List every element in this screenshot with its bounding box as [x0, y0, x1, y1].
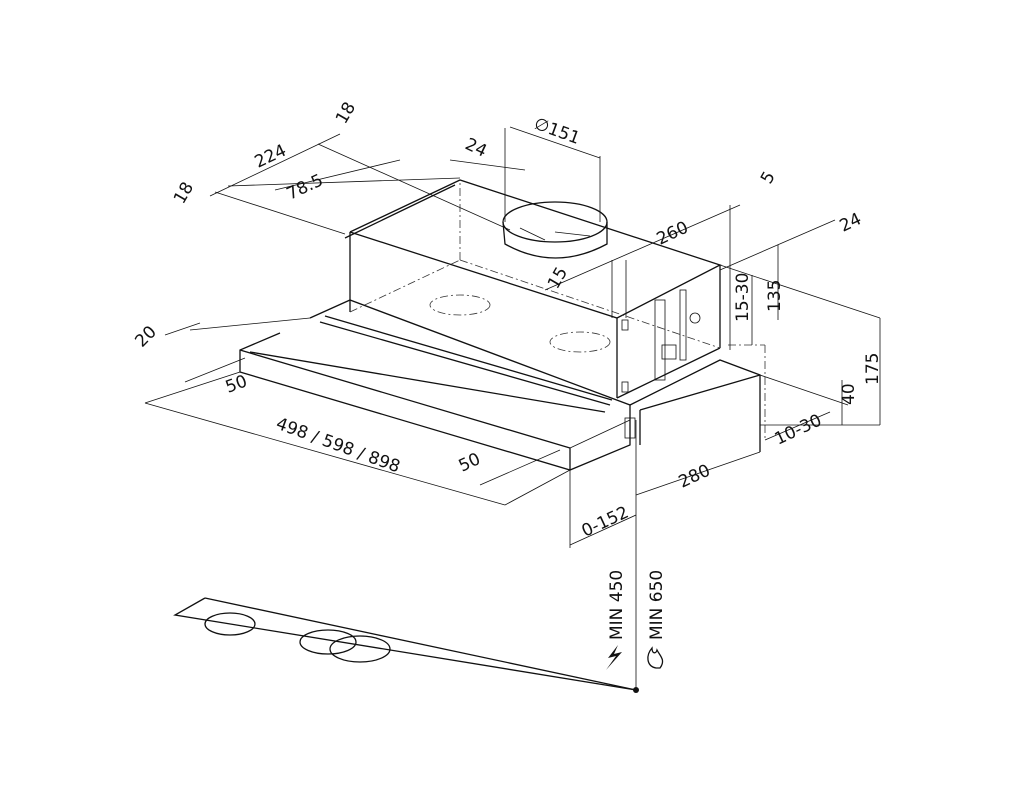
cooktop — [173, 597, 639, 693]
flame-icon — [647, 646, 664, 669]
visor — [239, 299, 636, 471]
dimension-lines — [144, 126, 881, 690]
dim-5: 5 — [757, 168, 780, 187]
dim-280: 280 — [676, 461, 714, 493]
dim-260: 260 — [654, 218, 692, 250]
dim-18-side: 18 — [170, 179, 198, 208]
min-gas-label: MIN 650 — [647, 570, 667, 640]
dim-40: 40 — [839, 383, 859, 405]
dim-duct-diameter: ∅151 — [531, 114, 582, 149]
min-electric-label: MIN 450 — [607, 570, 627, 640]
dim-20: 20 — [131, 322, 160, 351]
hood-body — [344, 179, 722, 399]
dim-18-top: 18 — [332, 99, 360, 128]
wall-cabinet — [629, 344, 766, 452]
dim-175: 175 — [863, 353, 883, 385]
dim-135: 135 — [765, 280, 785, 312]
dim-50-right: 50 — [456, 449, 484, 476]
dim-78-5: 78.5 — [284, 170, 327, 204]
dim-0-152: 0-152 — [579, 503, 632, 542]
dim-15-30: 15-30 — [733, 273, 753, 322]
lightning-icon — [606, 645, 622, 670]
dim-24-right: 24 — [837, 209, 865, 236]
duct-collar — [502, 201, 608, 259]
dim-224: 224 — [252, 141, 290, 173]
dim-24-top: 24 — [462, 134, 490, 161]
dim-10-30: 10-30 — [772, 411, 825, 450]
dim-widths: 498 / 598 / 898 — [273, 414, 402, 477]
dim-50-left: 50 — [223, 372, 250, 398]
